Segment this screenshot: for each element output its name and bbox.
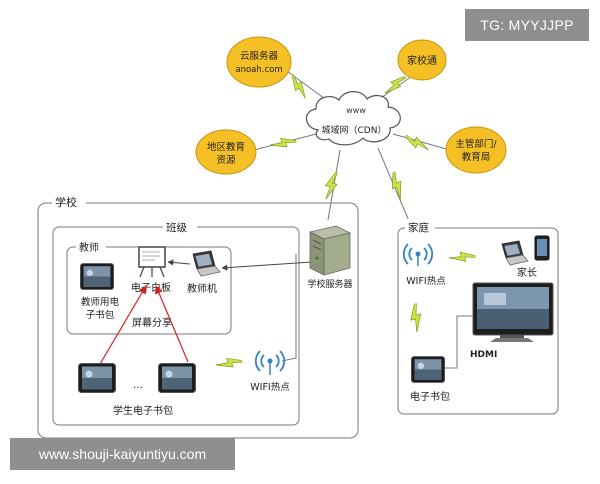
tablet-icon bbox=[80, 263, 114, 290]
school-server-label: 学校服务器 bbox=[307, 278, 352, 290]
teacher-ebag-line2: 子书包 bbox=[86, 309, 115, 321]
server-icon bbox=[308, 225, 352, 276]
pc-to-whiteboard-arrow bbox=[167, 259, 191, 266]
home-wifi-label: WIFI热点 bbox=[406, 275, 446, 287]
teacher-pc-label: 教师机 bbox=[187, 282, 217, 295]
lightning-icon bbox=[322, 170, 340, 202]
region-edu-line1: 地区教育 bbox=[207, 141, 245, 153]
cloud-service-line2: anoah.com bbox=[235, 65, 282, 75]
hdmi-label: HDMI bbox=[470, 350, 497, 360]
parent-label: 家长 bbox=[517, 266, 537, 279]
screen-share-label: 屏幕分享 bbox=[132, 316, 172, 329]
home-title: 家庭 bbox=[408, 221, 429, 234]
server-to-wifi-link bbox=[281, 254, 297, 362]
tablet-to-tv-link bbox=[444, 315, 473, 369]
class-title: 班级 bbox=[166, 222, 187, 234]
teacher-ebag-line1: 教师用电 bbox=[81, 296, 120, 308]
wifi-icon bbox=[402, 243, 434, 266]
home-tv[interactable] bbox=[472, 282, 554, 342]
teacher-frame: 教师 bbox=[66, 239, 232, 335]
lightning-icon bbox=[268, 133, 298, 153]
home-frame: 家庭 bbox=[397, 219, 559, 415]
laptop-icon bbox=[192, 250, 221, 277]
lightning-icon bbox=[447, 248, 477, 266]
school-server[interactable]: 学校服务器 bbox=[307, 225, 353, 290]
ellipse-region-edu[interactable]: 地区教育 资源 bbox=[195, 129, 257, 175]
lightning-icon bbox=[406, 302, 426, 334]
ellipse-jiaxiaotong[interactable]: 家校通 bbox=[397, 39, 447, 81]
bureau-line2: 教育局 bbox=[462, 151, 491, 163]
watermark-url: www.shouji-kaiyuntiyu.com bbox=[10, 438, 235, 470]
lightning-icon bbox=[286, 73, 312, 101]
cloud-node: www 城域网（CDN） bbox=[305, 91, 401, 146]
cloud-service-line1: 云服务器 bbox=[240, 50, 279, 62]
region-edu-line2: 资源 bbox=[216, 155, 236, 166]
screen-share-arrow-right bbox=[155, 285, 189, 363]
tablet-icon bbox=[411, 356, 445, 383]
class-frame: 班级 bbox=[52, 219, 300, 426]
wifi-icon bbox=[254, 350, 286, 375]
ellipse-bureau[interactable]: 主管部门/ 教育局 bbox=[445, 126, 507, 174]
tablet-icon bbox=[78, 363, 116, 393]
whiteboard-label: 电子白板 bbox=[131, 281, 171, 294]
student-ebag-group[interactable]: … 学生电子书包 bbox=[78, 363, 196, 418]
tg-badge: TG: MYYJJPP bbox=[465, 9, 589, 41]
teacher-title: 教师 bbox=[79, 241, 99, 254]
phone-icon bbox=[534, 235, 550, 261]
lightning-icon bbox=[214, 353, 244, 373]
home-ebag[interactable]: 电子书包 bbox=[410, 356, 450, 403]
student-ellipsis: … bbox=[133, 380, 143, 391]
school-title: 学校 bbox=[55, 195, 77, 209]
student-bag-label: 学生电子书包 bbox=[113, 404, 173, 417]
parent-devices[interactable]: 家长 bbox=[501, 235, 550, 279]
cloud-shape bbox=[305, 91, 401, 146]
teacher-pc[interactable]: 教师机 bbox=[187, 250, 221, 295]
tv-icon bbox=[472, 282, 554, 342]
whiteboard[interactable]: 电子白板 bbox=[131, 246, 171, 294]
cloud-www: www bbox=[346, 106, 366, 115]
whiteboard-icon bbox=[138, 246, 166, 278]
laptop-icon bbox=[501, 240, 529, 266]
school-wifi-label: WIFI热点 bbox=[250, 381, 290, 393]
link-bureau bbox=[392, 133, 451, 151]
bureau-line1: 主管部门/ bbox=[455, 138, 497, 150]
school-wifi[interactable]: WIFI热点 bbox=[250, 350, 290, 393]
tablet-icon bbox=[158, 363, 196, 393]
ellipse-cloud-service[interactable]: 云服务器 anoah.com bbox=[226, 36, 292, 88]
teacher-ebag[interactable]: 教师用电 子书包 bbox=[80, 263, 120, 321]
server-to-pc-arrow bbox=[221, 261, 313, 271]
home-wifi[interactable]: WIFI热点 bbox=[402, 243, 446, 287]
jiaxiaotong-label: 家校通 bbox=[407, 54, 437, 67]
screen-share-arrow-left bbox=[99, 285, 147, 365]
home-ebag-label: 电子书包 bbox=[410, 390, 450, 403]
cloud-label: 城域网（CDN） bbox=[322, 124, 387, 136]
